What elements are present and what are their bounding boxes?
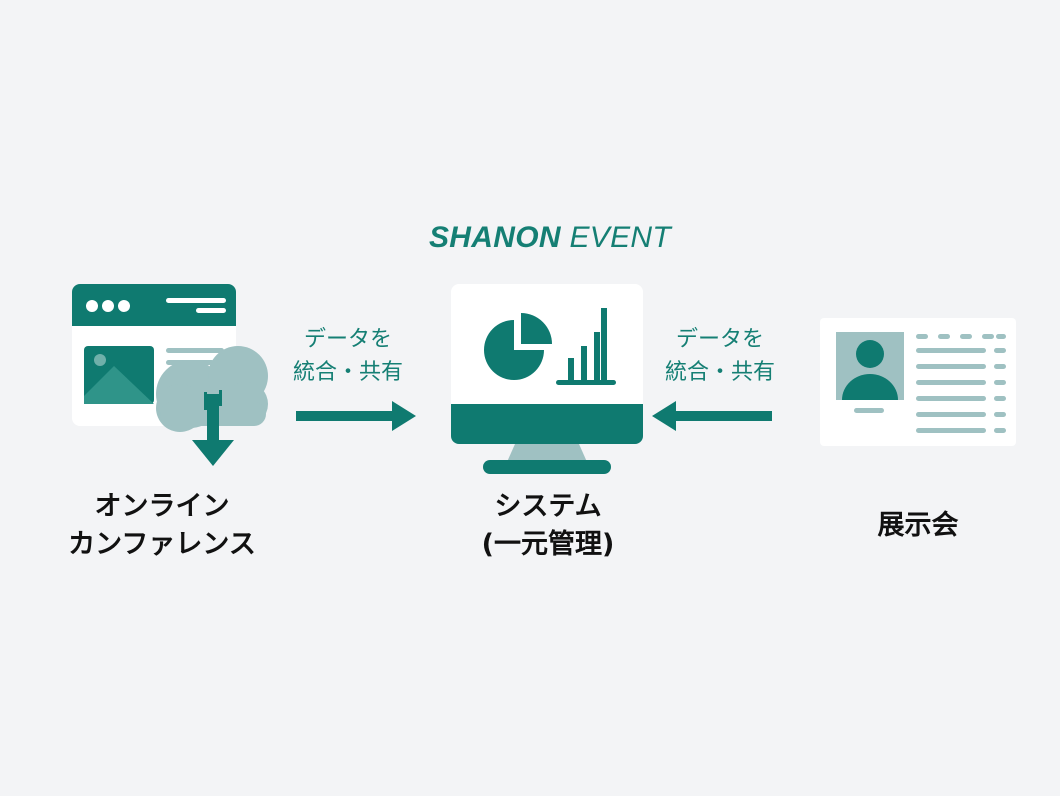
arrow-right-icon [296,401,416,431]
left-flow-label: データを 統合・共有 [258,323,438,389]
system-line-1: システム [494,491,602,522]
system-line-2: (一元管理) [481,529,615,560]
right-flow-label: データを 統合・共有 [630,323,810,389]
exhibition-line-1: 展示会 [877,510,959,541]
online-conference-label: オンライン カンファレンス [48,488,276,564]
business-card-icon [820,318,1016,446]
left-flow-line-1: データを [303,327,392,352]
online-conference-line-2: カンファレンス [68,529,256,560]
online-conference-line-1: オンライン [94,491,230,522]
arrow-left-icon [652,401,772,431]
right-flow-line-1: データを [675,327,764,352]
left-flow-line-2: 統合・共有 [292,360,403,385]
online-conference-icon [72,284,268,466]
brand-title: SHANON EVENT [380,218,720,258]
system-monitor-icon [451,284,643,474]
right-flow-line-2: 統合・共有 [664,360,775,385]
brand-light: EVENT [569,221,671,254]
system-label: システム (一元管理) [440,488,656,564]
exhibition-label: 展示会 [820,507,1016,545]
brand-bold: SHANON [429,221,561,254]
